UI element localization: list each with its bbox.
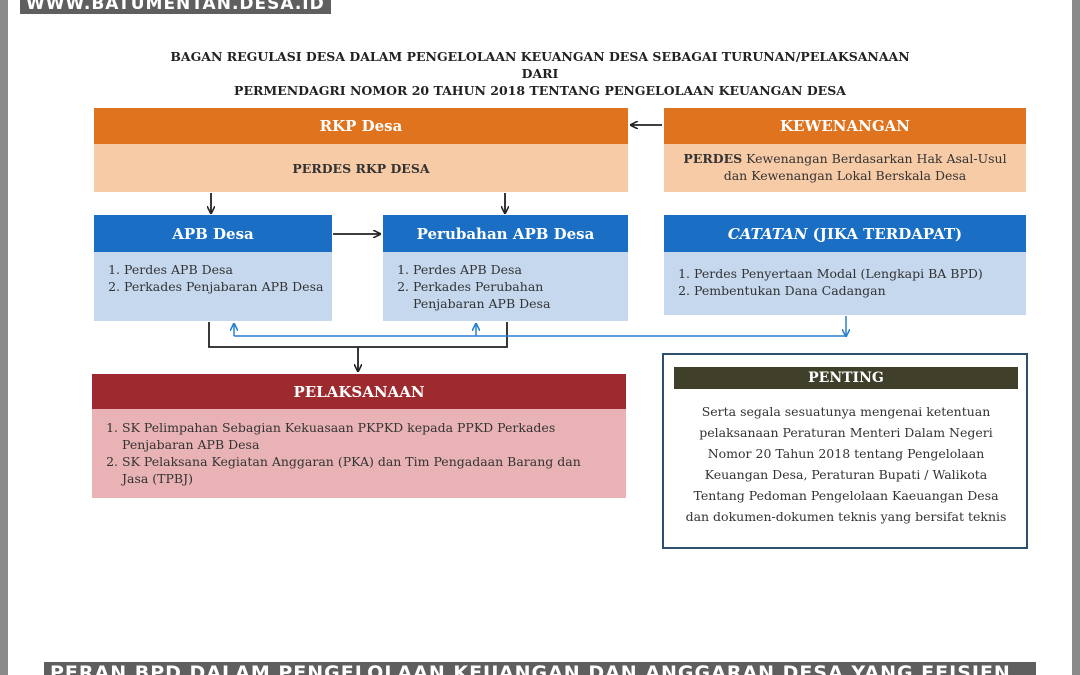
diagram-title: BAGAN REGULASI DESA DALAM PENGELOLAAN KE… bbox=[150, 48, 930, 99]
list-item: SK Pelaksana Kegiatan Anggaran (PKA) dan… bbox=[122, 453, 596, 487]
rkp-desa-body: PERDES RKP DESA bbox=[94, 144, 628, 192]
diagram-title-line-1: BAGAN REGULASI DESA DALAM PENGELOLAAN KE… bbox=[170, 49, 910, 81]
list-item: Perdes APB Desa bbox=[124, 261, 326, 278]
kewenangan-text-1: Kewenangan Berdasarkan Hak Asal-Usul bbox=[742, 151, 1007, 166]
list-item: Perdes APB Desa bbox=[413, 261, 598, 278]
kewenangan-text-2: dan Kewenangan Lokal Berskala Desa bbox=[723, 168, 967, 183]
penting-line: pelaksanaan Peraturan Menteri Dalam Nege… bbox=[699, 425, 993, 440]
penting-line: Keuangan Desa, Peraturan Bupati / Waliko… bbox=[704, 467, 988, 482]
perubahan-apb-header: Perubahan APB Desa bbox=[383, 215, 628, 252]
apb-desa-list: Perdes APB Desa Perkades Penjabaran APB … bbox=[94, 261, 326, 295]
list-item: Pembentukan Dana Cadangan bbox=[694, 282, 1026, 299]
watermark-banner: WWW.BATUMENTAN.DESA.ID bbox=[20, 0, 331, 14]
list-item: SK Pelimpahan Sebagian Kekuasaan PKPKD k… bbox=[122, 419, 596, 453]
penting-header: PENTING bbox=[674, 367, 1018, 389]
penting-line: Serta segala sesuatunya mengenai ketentu… bbox=[701, 404, 991, 419]
rkp-desa-header: RKP Desa bbox=[94, 108, 628, 144]
apb-desa-header: APB Desa bbox=[94, 215, 332, 252]
catatan-label: CATATAN bbox=[727, 224, 808, 243]
pelaksanaan-header: PELAKSANAAN bbox=[92, 374, 626, 409]
kewenangan-perdes-label: PERDES bbox=[683, 151, 743, 166]
catatan-header: CATATAN (JIKA TERDAPAT) bbox=[664, 215, 1026, 252]
list-item: Perdes Penyertaan Modal (Lengkapi BA BPD… bbox=[694, 265, 1026, 282]
perubahan-apb-list: Perdes APB Desa Perkades Perubahan Penja… bbox=[383, 261, 598, 312]
kewenangan-line-1: PERDES Kewenangan Berdasarkan Hak Asal-U… bbox=[664, 150, 1026, 167]
list-item: Perkades Perubahan Penjabaran APB Desa bbox=[413, 278, 598, 312]
list-item: Perkades Penjabaran APB Desa bbox=[124, 278, 326, 295]
bottom-banner-text: PERAN BPD DALAM PENGELOLAAN KEUANGAN DAN… bbox=[50, 662, 1011, 675]
pelaksanaan-list: SK Pelimpahan Sebagian Kekuasaan PKPKD k… bbox=[92, 419, 596, 487]
perubahan-apb-body: Perdes APB Desa Perkades Perubahan Penja… bbox=[383, 252, 628, 321]
penting-box: PENTING Serta segala sesuatunya mengenai… bbox=[662, 353, 1028, 549]
diagram-title-line-2: PERMENDAGRI NOMOR 20 TAHUN 2018 TENTANG … bbox=[234, 83, 846, 98]
kewenangan-header: KEWENANGAN bbox=[664, 108, 1026, 144]
penting-text: Serta segala sesuatunya mengenai ketentu… bbox=[674, 401, 1018, 527]
bottom-banner: PERAN BPD DALAM PENGELOLAAN KEUANGAN DAN… bbox=[44, 662, 1036, 675]
kewenangan-body: PERDES Kewenangan Berdasarkan Hak Asal-U… bbox=[664, 144, 1026, 192]
penting-line: Nomor 20 Tahun 2018 tentang Pengelolaan bbox=[707, 446, 985, 461]
penting-line: Tentang Pedoman Pengelolaan Kaeuangan De… bbox=[693, 488, 999, 503]
connector-to-pelaksanaan bbox=[208, 322, 508, 348]
pelaksanaan-body: SK Pelimpahan Sebagian Kekuasaan PKPKD k… bbox=[92, 409, 626, 498]
catatan-list: Perdes Penyertaan Modal (Lengkapi BA BPD… bbox=[664, 265, 1026, 299]
catatan-qualifier: (JIKA TERDAPAT) bbox=[807, 224, 963, 243]
apb-desa-body: Perdes APB Desa Perkades Penjabaran APB … bbox=[94, 252, 332, 321]
penting-line: dan dokumen-dokumen teknis yang bersifat… bbox=[685, 509, 1007, 524]
catatan-body: Perdes Penyertaan Modal (Lengkapi BA BPD… bbox=[664, 252, 1026, 315]
